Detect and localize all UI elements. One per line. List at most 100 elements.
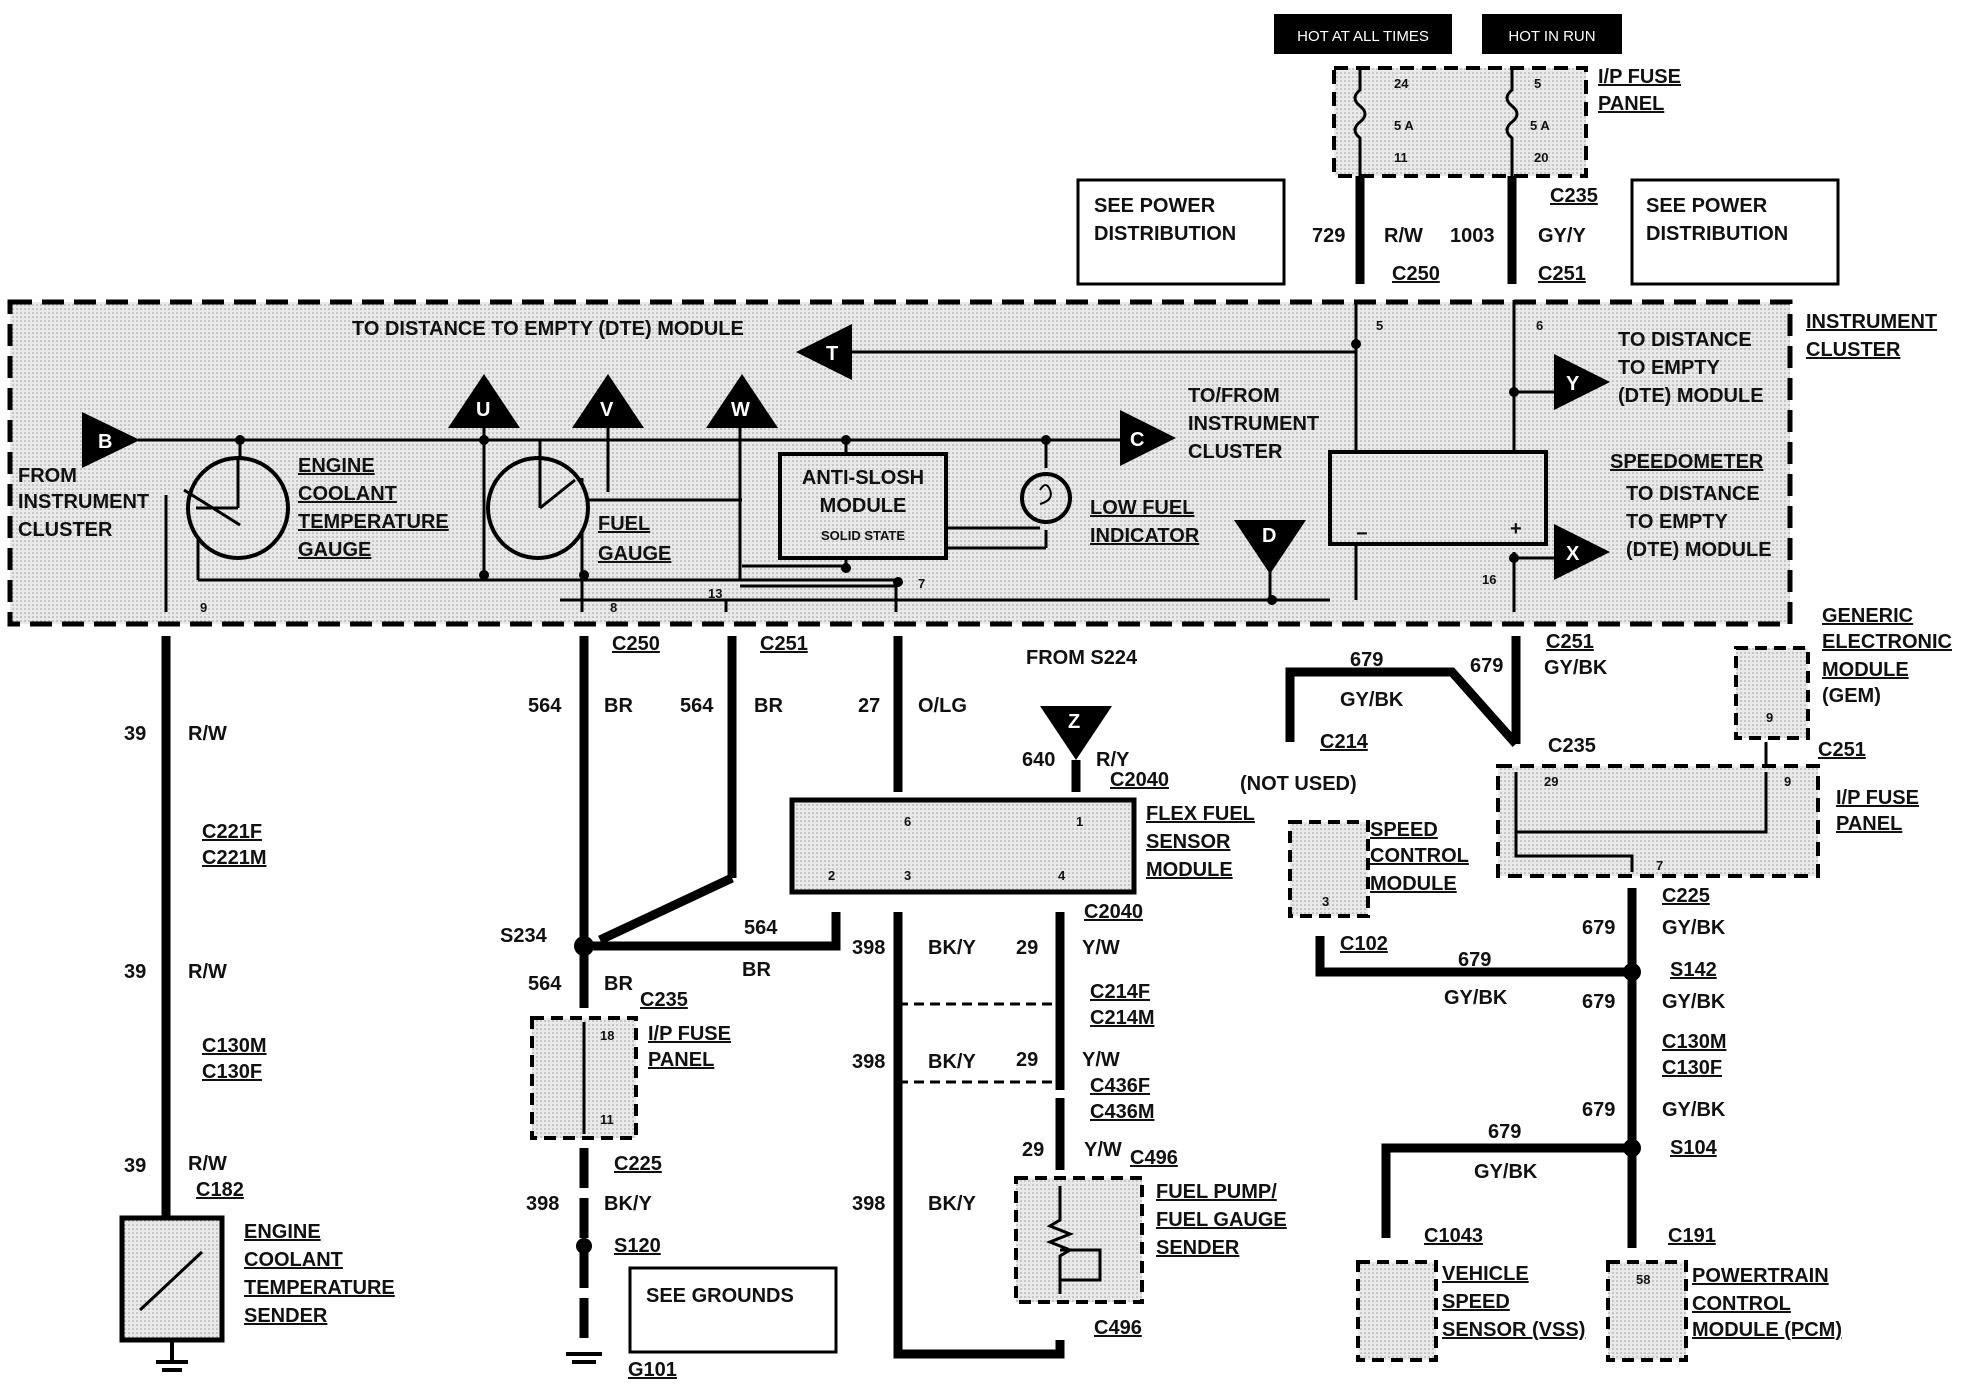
- wire-564-color-a: BR: [604, 695, 633, 717]
- wire-398-color-2: BK/Y: [928, 1051, 976, 1073]
- wire-679-label-g: 679: [1488, 1121, 1521, 1143]
- wire-564-color-b: BR: [754, 695, 783, 717]
- tri-w-text: W: [731, 399, 750, 421]
- wire-39-color-2: R/W: [188, 961, 227, 983]
- cluster-pin-6: 6: [1536, 318, 1543, 333]
- connector-c221f: C221F: [202, 821, 262, 843]
- wire-398-color-1: BK/Y: [928, 937, 976, 959]
- connector-c221m: C221M: [202, 847, 266, 869]
- see-power-left-1: SEE POWER: [1094, 195, 1216, 217]
- not-used-label: (NOT USED): [1240, 773, 1357, 795]
- wire-39-color-3: R/W: [188, 1153, 227, 1175]
- wire-679-color-a: GY/BK: [1340, 689, 1404, 711]
- fuse-pin-11: 11: [600, 1112, 614, 1127]
- see-power-box-right: [1630, 178, 1840, 286]
- dte-right-bottom-1: TO DISTANCE: [1626, 483, 1760, 505]
- gem-box: [1734, 646, 1810, 740]
- pcm-box: [1606, 1260, 1688, 1362]
- right-fuse-pin-7: 7: [1656, 858, 1663, 873]
- connector-v-triangle: [572, 374, 644, 428]
- cluster-pin-16: 16: [1482, 572, 1496, 587]
- connector-c496-bottom: C496: [1094, 1317, 1142, 1339]
- wire-398-color-g: BK/Y: [604, 1193, 652, 1215]
- top-fuse-title-2: PANEL: [1598, 93, 1664, 115]
- hot-in-run-text: HOT IN RUN: [1508, 28, 1595, 45]
- low-fuel-label-2: INDICATOR: [1090, 525, 1200, 547]
- connector-b-triangle: [82, 412, 140, 468]
- wire-679-label-c: 679: [1458, 949, 1491, 971]
- pcm-label-2: CONTROL: [1692, 1293, 1791, 1315]
- tri-u-text: U: [476, 399, 490, 421]
- see-power-right-2: DISTRIBUTION: [1646, 223, 1788, 245]
- splice-s142: [1623, 963, 1641, 981]
- flex-module-label-1: FLEX FUEL: [1146, 803, 1255, 825]
- fuel-gauge-label-2: GAUGE: [598, 543, 671, 565]
- ect-sender-label-4: SENDER: [244, 1305, 328, 1327]
- top-fuse-panel: [1332, 66, 1588, 178]
- dte-right-top-1: TO DISTANCE: [1618, 329, 1752, 351]
- see-grounds-label: SEE GROUNDS: [646, 1285, 794, 1307]
- fuel-gauge-dial: [486, 456, 590, 560]
- connector-c1043: C1043: [1424, 1225, 1483, 1247]
- dte-right-bottom-3: (DTE) MODULE: [1626, 539, 1772, 561]
- see-grounds-box: [628, 1266, 838, 1354]
- connector-c225-mid: C225: [614, 1153, 662, 1175]
- wire-398-label-1: 398: [852, 937, 885, 959]
- wire-1003-label: 1003: [1450, 225, 1495, 247]
- connector-c251-gem: C251: [1818, 739, 1866, 761]
- wire-398-label-2: 398: [852, 1051, 885, 1073]
- from-cluster-2: INSTRUMENT: [18, 491, 149, 513]
- see-power-right-1: SEE POWER: [1646, 195, 1768, 217]
- wire-27-label: 27: [858, 695, 880, 717]
- wire-564-color-d: BR: [604, 973, 633, 995]
- fuel-pump-label-3: SENDER: [1156, 1237, 1240, 1259]
- wire-679-harness: [1285, 636, 1637, 1248]
- speedometer-box: [1328, 450, 1548, 546]
- anti-slosh-label-2: MODULE: [820, 495, 907, 517]
- wire-679-color-g: GY/BK: [1474, 1161, 1538, 1183]
- vss-label-1: VEHICLE: [1442, 1263, 1529, 1285]
- fuel-fuse-title-1: I/P FUSE: [648, 1023, 731, 1045]
- splice-s104-label: S104: [1670, 1137, 1718, 1159]
- wire-564-label-a: 564: [528, 695, 562, 717]
- wire-679-color-top: GY/BK: [1544, 657, 1608, 679]
- from-s224-label: FROM S224: [1026, 647, 1138, 669]
- wire-679-color-f: GY/BK: [1662, 1099, 1726, 1121]
- vss-label-2: SPEED: [1442, 1291, 1510, 1313]
- ect-sender-label-1: ENGINE: [244, 1221, 321, 1243]
- wire-398-label-3: 398: [852, 1193, 885, 1215]
- connector-c235-right: C235: [1548, 735, 1596, 757]
- fuse-a-bottom: 11: [1394, 150, 1408, 165]
- flex-pin-4: 4: [1058, 868, 1066, 883]
- wire-27-color: O/LG: [918, 695, 967, 717]
- from-cluster-3: CLUSTER: [18, 519, 113, 541]
- right-fuse-title-1: I/P FUSE: [1836, 787, 1919, 809]
- hot-in-run-banner: [1482, 14, 1622, 54]
- hot-at-all-times-text: HOT AT ALL TIMES: [1297, 28, 1429, 45]
- connector-c225-right: C225: [1662, 885, 1710, 907]
- wire-29-color-2: Y/W: [1082, 1049, 1120, 1071]
- vss-box: [1356, 1260, 1438, 1362]
- cluster-pin-9: 9: [200, 600, 207, 615]
- connector-c251-top: C251: [1538, 263, 1586, 285]
- gem-label-1: GENERIC: [1822, 605, 1913, 627]
- pcm-label-3: MODULE (PCM): [1692, 1319, 1842, 1341]
- connector-c182: C182: [196, 1179, 244, 1201]
- dte-right-top-3: (DTE) MODULE: [1618, 385, 1764, 407]
- ect-sender-label-2: COOLANT: [244, 1249, 343, 1271]
- ect-gauge-label-4: GAUGE: [298, 539, 371, 561]
- connector-c251-right: C251: [1546, 631, 1594, 653]
- connector-t-triangle: [796, 324, 852, 380]
- right-fuse-pin-9: 9: [1784, 774, 1791, 789]
- connector-x-triangle: [1554, 524, 1610, 580]
- anti-slosh-label-1: ANTI-SLOSH: [802, 467, 924, 489]
- splice-s120-label: S120: [614, 1235, 661, 1257]
- flex-pin-3: 3: [904, 868, 911, 883]
- wire-640-color: R/Y: [1096, 749, 1130, 771]
- vss-label-3: SENSOR (VSS): [1442, 1319, 1585, 1341]
- wire-679-color-c: GY/BK: [1444, 987, 1508, 1009]
- wire-679-label-d: 679: [1582, 917, 1615, 939]
- fuse-24-symbol: [1353, 70, 1367, 176]
